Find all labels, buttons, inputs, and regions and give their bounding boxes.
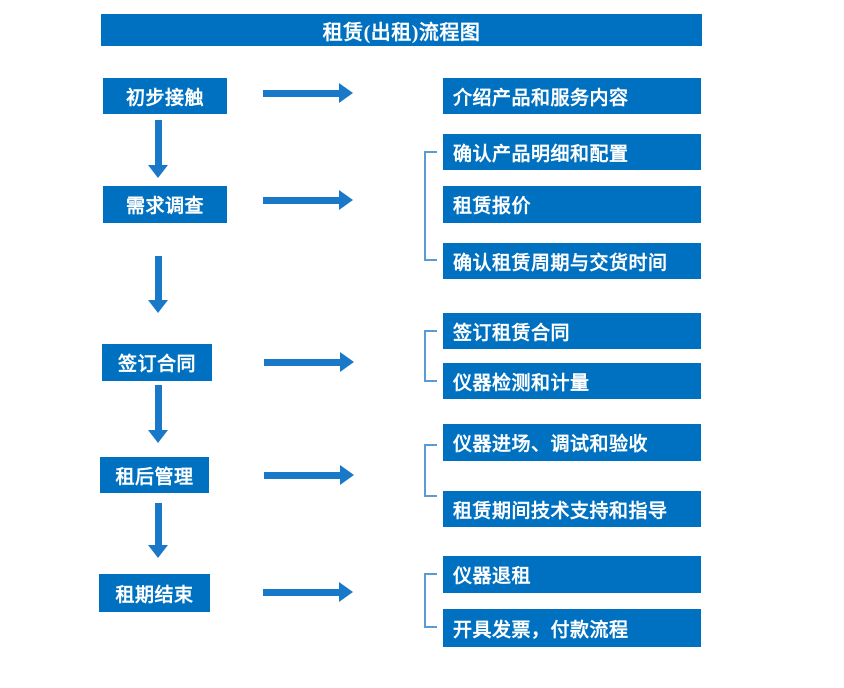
output-box-confirm-rental-period-delivery: 确认租赁周期与交货时间 <box>443 243 701 279</box>
output-box-sign-rental-contract: 签订租赁合同 <box>443 313 701 349</box>
output-box-invoice-payment-process: 开具发票，付款流程 <box>443 609 701 647</box>
output-box-introduce-product-services: 介绍产品和服务内容 <box>443 78 701 114</box>
group-bracket <box>424 151 437 261</box>
step-box-sign-contract: 签订合同 <box>102 344 212 381</box>
step-box-initial-contact: 初步接触 <box>103 78 227 114</box>
output-box-instrument-return: 仪器退租 <box>443 556 701 593</box>
step-box-rental-period-end: 租期结束 <box>99 574 210 612</box>
output-box-instrument-inspection-measurement: 仪器检测和计量 <box>443 363 701 399</box>
group-bracket <box>424 573 437 628</box>
flowchart-title: 租赁(出租)流程图 <box>101 14 702 46</box>
output-box-technical-support-guidance: 租赁期间技术支持和指导 <box>443 491 701 527</box>
output-box-rental-quote: 租赁报价 <box>443 186 701 223</box>
output-box-confirm-product-details: 确认产品明细和配置 <box>443 134 701 170</box>
output-box-instrument-arrival-acceptance: 仪器进场、调试和验收 <box>443 424 701 461</box>
group-bracket <box>424 330 437 382</box>
group-bracket <box>424 444 437 497</box>
step-box-demand-survey: 需求调查 <box>103 186 227 223</box>
step-box-post-rental-management: 租后管理 <box>100 457 209 493</box>
